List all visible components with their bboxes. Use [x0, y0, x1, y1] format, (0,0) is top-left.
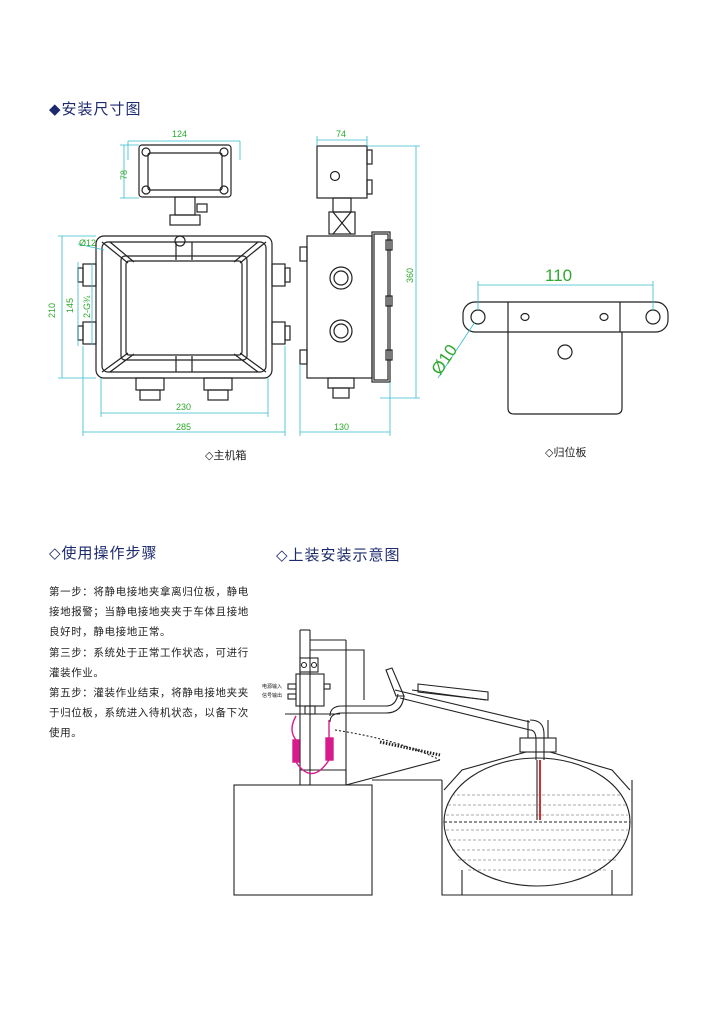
- dim-plate-span: 110: [545, 266, 572, 285]
- dim-thread: 2-G¾: [82, 295, 92, 318]
- grounding-clamps: [291, 715, 334, 775]
- dim-inner-height: 145: [65, 298, 75, 313]
- dim-plate-hole: Ø10: [428, 341, 462, 378]
- dim-inner-width: 230: [176, 402, 191, 412]
- install-heading-text: 安装尺寸图: [61, 100, 142, 118]
- loading-diagram: [233, 629, 633, 896]
- side-dimensions: [299, 136, 420, 436]
- step-3: 第三步：系统处于正常工作状态，可进行灌装作业。: [49, 646, 249, 679]
- loading-heading: ◇上装安装示意图: [276, 546, 401, 564]
- front-dimensions: [58, 140, 286, 436]
- plate-dimensions: [437, 281, 654, 379]
- return-plate: [462, 301, 669, 415]
- dim-side-depth: 130: [334, 422, 349, 432]
- side-view: [299, 145, 393, 399]
- dim-total-width: 285: [176, 422, 191, 432]
- step-1: 第一步：将静电接地夹拿离归位板，静电接地报警；当静电接地夹夹于车体且接地良好时，…: [49, 586, 249, 639]
- main-box-caption: ◇主机箱: [205, 449, 247, 462]
- plate-caption: ◇归位板: [545, 446, 587, 459]
- label-power-input: 电源输入: [262, 683, 282, 690]
- dim-side-width: 74: [336, 129, 346, 139]
- dim-total-height: 210: [47, 303, 57, 318]
- usage-heading: ◇使用操作步骤: [49, 544, 158, 562]
- dim-box-height: 78: [119, 170, 129, 180]
- label-signal-output: 信号输出: [262, 692, 282, 699]
- dim-side-height: 360: [405, 268, 415, 283]
- dim-hole-dia: Ø12: [79, 238, 96, 248]
- step-5: 第五步：灌装作业结束，将静电接地夹夹于归位板，系统进入待机状态，以备下次使用。: [49, 687, 249, 740]
- diamond-icon: ◆: [49, 100, 62, 118]
- steps-list: 第一步：将静电接地夹拿离归位板，静电接地报警；当静电接地夹夹于车体且接地良好时，…: [49, 582, 249, 744]
- front-view: [77, 144, 291, 401]
- dim-box-width: 124: [172, 129, 187, 139]
- install-heading: ◆安装尺寸图: [49, 98, 142, 119]
